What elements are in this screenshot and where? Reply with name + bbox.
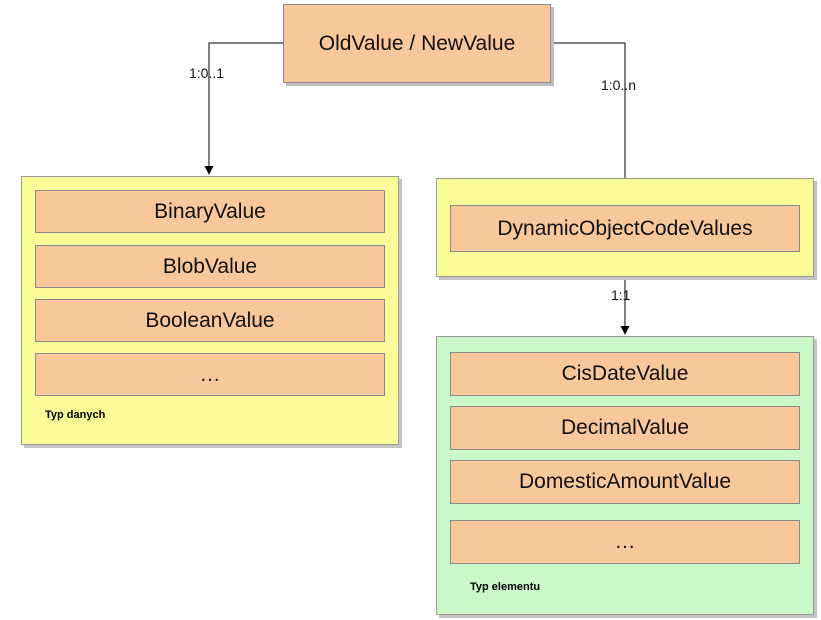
binary-value-label: BinaryValue: [154, 199, 266, 223]
domestic-amount-value-label: DomesticAmountValue: [518, 470, 732, 493]
cis-date-value-label: CisDateValue: [561, 362, 689, 385]
dynamic-object-group: DynamicObjectCodeValues: [436, 178, 814, 277]
blob-value-label: BlobValue: [162, 254, 258, 278]
element-type-caption: Typ elementu: [470, 581, 541, 593]
element-type-group: CisDateValue DecimalValue DomesticAmount…: [436, 336, 814, 615]
old-new-value-label: OldValue / NewValue: [318, 31, 516, 55]
blob-value-node: BlobValue: [35, 245, 385, 288]
more-data-types-node: …: [35, 353, 385, 396]
more-data-types-label: …: [199, 362, 221, 386]
decimal-value-label: DecimalValue: [561, 416, 689, 439]
edge-left-label: 1:0..1: [189, 65, 225, 81]
domestic-amount-value-node: DomesticAmountValue: [450, 460, 800, 504]
edge-left: [204, 42, 283, 175]
binary-value-node: BinaryValue: [35, 190, 385, 233]
boolean-value-label: BooleanValue: [145, 308, 275, 332]
cis-date-value-node: CisDateValue: [450, 352, 800, 396]
edge-right: [551, 42, 630, 193]
edge-mid-label: 1:1: [611, 287, 631, 303]
dynamic-object-code-values-node: DynamicObjectCodeValues: [450, 205, 800, 252]
decimal-value-node: DecimalValue: [450, 406, 800, 450]
edge-right-label: 1:0..n: [601, 77, 637, 93]
boolean-value-node: BooleanValue: [35, 299, 385, 342]
dynamic-object-code-values-label: DynamicObjectCodeValues: [497, 216, 753, 240]
data-type-group: BinaryValue BlobValue BooleanValue … Typ…: [21, 176, 399, 445]
old-new-value-node: OldValue / NewValue: [283, 4, 551, 83]
data-type-caption: Typ danych: [45, 409, 106, 421]
more-element-types-label: …: [614, 530, 636, 553]
more-element-types-node: …: [450, 520, 800, 564]
